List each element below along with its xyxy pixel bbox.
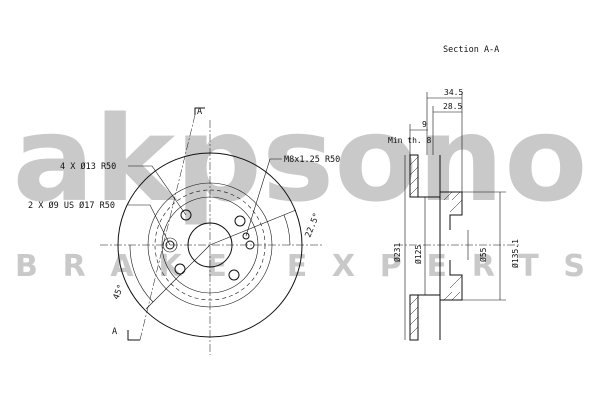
- centering-hole: [165, 240, 175, 250]
- watermark: akpsono BRAKE EXPERTS: [13, 90, 588, 284]
- disc-friction-ring: [147, 182, 273, 308]
- dia-hat-label: Ø135.1: [510, 239, 520, 268]
- watermark-logo: akpsono: [13, 90, 588, 228]
- angle-ray-large: [145, 244, 211, 310]
- section-arrow-top: [194, 107, 205, 115]
- cut-label-top: A: [197, 107, 202, 117]
- angle-arc-large: [129, 244, 154, 303]
- dia-bore-label: Ø55: [478, 247, 488, 262]
- thread-label: M8x1.25 R50: [284, 155, 340, 165]
- section-view: Section A-A: [388, 45, 520, 341]
- bolt-hole: [174, 263, 186, 275]
- bolt-hole: [234, 215, 246, 227]
- section-arrow-bottom: [127, 330, 140, 341]
- cut-label-bottom: A: [112, 327, 117, 337]
- angle-large-label: 45°: [112, 283, 127, 301]
- dim-total-thickness: 34.5: [444, 88, 463, 97]
- front-view: A A 4 X Ø13 R50 2 X Ø9 US Ø17 R50 M8x1.2…: [28, 107, 340, 355]
- centering-hole: [245, 240, 255, 250]
- disc-outer-circle: [117, 152, 303, 338]
- dia-outer-label: Ø231: [392, 243, 402, 262]
- angle-arc-small: [283, 214, 291, 246]
- dim-disc-thickness: 9: [422, 120, 427, 129]
- thread-hole: [242, 232, 250, 240]
- dia-ring-label: Ø125: [413, 245, 423, 264]
- dim-hat-height: 28.5: [443, 102, 462, 111]
- disc-section-upper: [409, 154, 419, 198]
- angle-ray-small: [209, 209, 297, 246]
- disc-hat-hidden-circle: [154, 189, 266, 301]
- center-bore-circle: [187, 222, 233, 268]
- bolt-hole: [228, 269, 240, 281]
- leader-centering-holes: [128, 204, 171, 246]
- disc-hat-circle: [161, 196, 259, 294]
- section-hatching: [409, 156, 463, 336]
- bolt-holes-label: 4 X Ø13 R50: [60, 161, 116, 172]
- disc-section-lower: [409, 294, 419, 341]
- leader-thread: [245, 158, 282, 237]
- section-title: Section A-A: [443, 45, 499, 55]
- watermark-tagline: BRAKE EXPERTS: [15, 249, 585, 284]
- min-thickness-label: Min th. 8: [388, 136, 432, 145]
- centering-holes-label: 2 X Ø9 US Ø17 R50: [28, 200, 115, 211]
- section-cut-line: [139, 114, 196, 341]
- bolt-hole: [180, 209, 192, 221]
